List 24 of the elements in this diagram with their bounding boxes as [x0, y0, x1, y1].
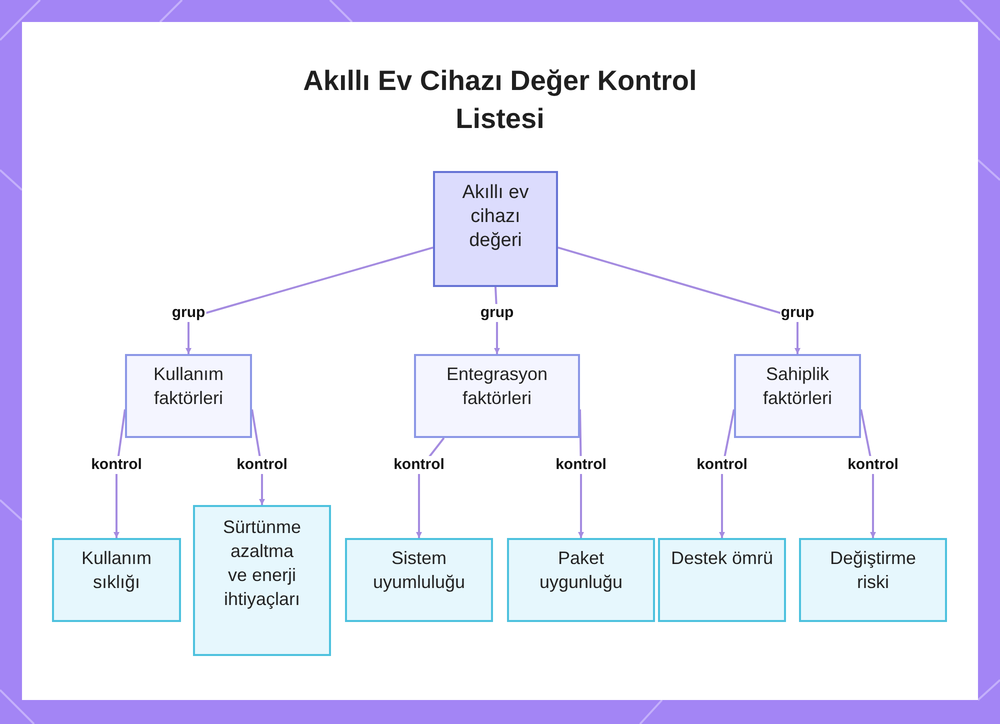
node-box: Sürtünme azaltma ve enerji ihtiyaçları: [193, 505, 331, 656]
node-box: Entegrasyon faktörleri: [414, 354, 580, 438]
node-box: Paket uygunluğu: [507, 538, 655, 622]
node-box: Kullanım sıklığı: [52, 538, 181, 622]
node-box: Akıllı ev cihazı değeri: [433, 171, 558, 287]
node-box: Değiştirme riski: [799, 538, 947, 622]
edge-label: kontrol: [846, 456, 900, 474]
node-box: Destek ömrü: [658, 538, 786, 622]
edge-label: grup: [479, 304, 515, 322]
arrow: [578, 409, 584, 538]
arrow: [719, 409, 735, 538]
arrow: [860, 409, 876, 538]
node-box: Sistem uyumluluğu: [345, 538, 493, 622]
edge-label: kontrol: [236, 456, 288, 474]
edge-label: kontrol: [392, 456, 446, 474]
title: Akıllı Ev Cihazı Değer Kontrol Listesi: [302, 64, 698, 136]
node-box: Kullanım faktörleri: [125, 354, 252, 438]
node-box: Sahiplik faktörleri: [734, 354, 861, 438]
arrow: [186, 246, 434, 354]
arrow: [558, 246, 800, 354]
arrow: [114, 409, 126, 538]
edge-label: kontrol: [696, 456, 748, 474]
edge-label: kontrol: [90, 456, 143, 474]
edge-label: kontrol: [554, 456, 608, 474]
